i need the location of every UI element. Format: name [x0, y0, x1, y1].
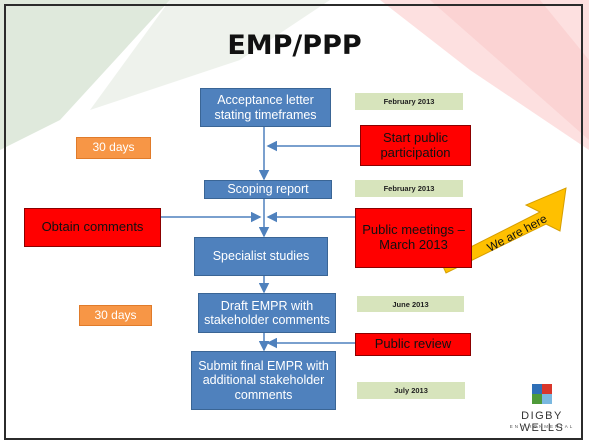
input-public-review: Public review	[355, 333, 471, 356]
step-draft-empr: Draft EMPR with stakeholder comments	[198, 293, 336, 333]
logo-subtitle: ENVIRONMENTAL	[509, 424, 575, 429]
step-acceptance-letter: Acceptance letter stating timeframes	[200, 88, 331, 127]
logo-name: DIGBY WELLS	[519, 410, 565, 434]
page-title: EMP/PPP	[227, 30, 362, 61]
step-submit-final-empr: Submit final EMPR with additional stakeh…	[191, 351, 336, 410]
input-public-meetings: Public meetings – March 2013	[355, 208, 472, 268]
duration-badge: 30 days	[79, 305, 152, 326]
step-specialist-studies: Specialist studies	[194, 237, 328, 276]
date-label: June 2013	[357, 296, 464, 312]
date-label: July 2013	[357, 382, 465, 399]
duration-badge: 30 days	[76, 137, 151, 159]
company-logo: DIGBY WELLS ENVIRONMENTAL	[506, 380, 578, 434]
date-label: February 2013	[355, 93, 463, 110]
logo-mark-icon	[532, 384, 552, 404]
slide-frame	[4, 4, 583, 440]
date-label: February 2013	[355, 180, 463, 197]
input-obtain-comments: Obtain comments	[24, 208, 161, 247]
input-start-public-participation: Start public participation	[360, 125, 471, 166]
step-scoping-report: Scoping report	[204, 180, 332, 199]
